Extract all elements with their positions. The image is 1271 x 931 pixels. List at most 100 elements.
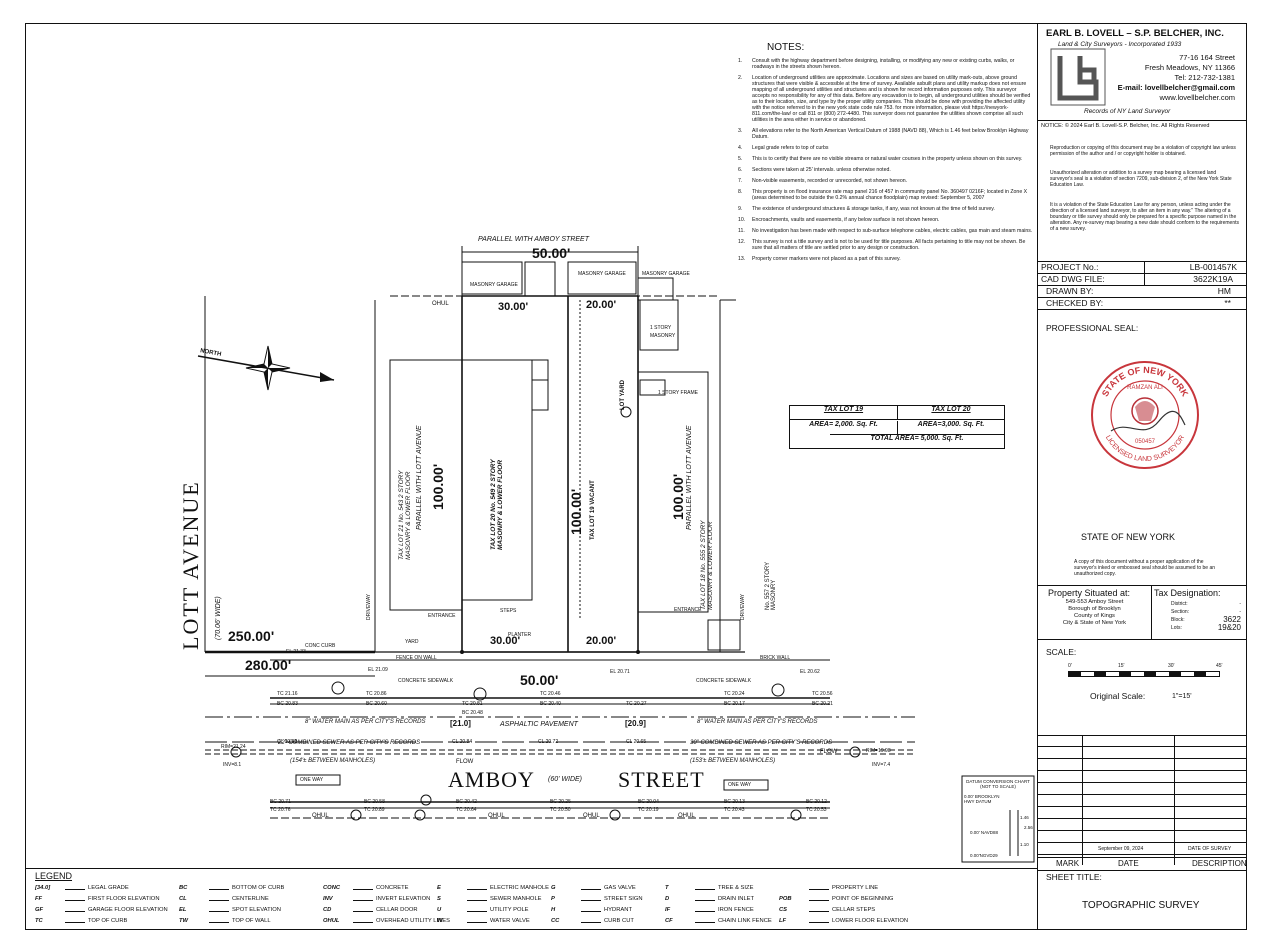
sewer-left: 22" COMBINED SEWER AS PER CITY'S RECORDS xyxy=(278,740,421,746)
ohul-1: OHUL xyxy=(312,813,329,819)
ohul-3: OHUL xyxy=(583,813,600,819)
lott-avenue-width: (70.06' WIDE) xyxy=(215,596,222,640)
legend-label: INVERT ELEVATION xyxy=(376,896,431,902)
tax-label: Tax Designation: xyxy=(1154,588,1221,598)
seal-state: STATE OF NEW YORK xyxy=(1080,532,1175,542)
elevation-tag: TC 20.56 xyxy=(812,691,833,697)
note-text: Encroachments, vaults and easements, if … xyxy=(752,217,940,223)
professional-seal-stamp: STATE OF NEW YORK LICENSED LAND SURVEYOR… xyxy=(1091,361,1199,469)
legend-label: LEGAL GRADE xyxy=(88,885,129,891)
title-block: EARL B. LOVELL – S.P. BELCHER, INC. Land… xyxy=(1037,24,1247,930)
note-item: 4.Legal grade refers to top of curbs xyxy=(738,145,1033,151)
elevation-tag: BC 20.13 xyxy=(724,799,745,805)
notice-block: NOTICE: © 2024 Earl B. Lovell-S.P. Belch… xyxy=(1038,120,1247,262)
note-item: 13.Property corner markers were not plac… xyxy=(738,256,1033,262)
rim-left: RIM=21.24 xyxy=(221,744,246,750)
lot19-bottom-dimension: 20.00' xyxy=(586,635,617,647)
company-tel: Tel: 212-732-1381 xyxy=(1174,73,1235,82)
note-number: 6. xyxy=(738,167,743,173)
legend-label: SEWER MANHOLE xyxy=(490,896,542,902)
scale-bar xyxy=(1068,671,1220,677)
project-no-label: PROJECT No.: xyxy=(1041,262,1099,272)
conc-curb-left: CONC CURB xyxy=(305,643,336,649)
survey-drawing xyxy=(197,246,1035,863)
concrete-sidewalk-left: CONCRETE SIDEWALK xyxy=(398,678,454,684)
notes-title: NOTES: xyxy=(767,42,805,53)
amboy-label: AMBOY xyxy=(448,767,535,792)
legend-symbol: CS xyxy=(779,907,788,913)
note-item: 9.The existence of underground structure… xyxy=(738,206,1033,212)
legal-grade-right: [20.9] xyxy=(625,719,646,728)
lot20-top-dimension: 30.00' xyxy=(498,301,529,313)
property-line-1: 549-553 Amboy Street xyxy=(1065,599,1124,605)
lot20-area: AREA=3,000. Sq. Ft. xyxy=(917,421,985,428)
brick-wall: BRICK WALL xyxy=(760,655,791,661)
water-main-left: 8" WATER MAIN AS PER CITY'S RECORDS xyxy=(305,719,426,725)
datum-sub: (NOT TO SCALE) xyxy=(980,784,1016,789)
legend-label: ELECTRIC MANHOLE xyxy=(490,885,549,891)
lott-avenue-label: LOTT AVENUE xyxy=(178,480,203,650)
legend-symbol: U xyxy=(437,907,442,913)
one-story-frame: 1 STORY FRAME xyxy=(658,390,699,396)
legend-symbol: P xyxy=(551,896,555,902)
driveway-right: DRIVEWAY xyxy=(740,593,746,620)
elevation-tag: TC 20.24 xyxy=(724,691,745,697)
elevation-tag: BC 20.42 xyxy=(456,799,477,805)
svg-text:050457: 050457 xyxy=(1135,439,1156,445)
legend-title: LEGEND xyxy=(35,871,73,881)
legend-label: CELLAR DOOR xyxy=(376,907,418,913)
legend-symbol: S xyxy=(437,896,441,902)
original-scale-value: 1"=15' xyxy=(1172,693,1192,700)
total-area: TOTAL AREA= 5,000. Sq. Ft. xyxy=(830,434,1004,448)
checked-label: CHECKED BY: xyxy=(1046,298,1104,308)
legend-symbol: E xyxy=(437,885,441,891)
note-number: 4. xyxy=(738,145,743,151)
driveway-left: DRIVEWAY xyxy=(366,593,372,620)
legend-label: HYDRANT xyxy=(604,907,633,913)
note-number: 10. xyxy=(738,217,746,223)
legend-symbol: LF xyxy=(779,918,787,924)
elevation-tag: TC 20.76 xyxy=(270,807,291,813)
note-text: Location of underground utilities are ap… xyxy=(752,75,1031,123)
elevation-tag: BC 20.17 xyxy=(724,701,745,707)
legend-label: BOTTOM OF CURB xyxy=(232,885,285,891)
tax-block-label: Block: xyxy=(1171,617,1185,623)
legend-symbol: CF xyxy=(665,918,673,924)
legend-label: CURB CUT xyxy=(604,918,634,924)
note-item: 2.Location of underground utilities are … xyxy=(738,75,1033,123)
elevation-tag: CL 20.72 xyxy=(538,739,559,745)
legend-label: CONCRETE xyxy=(376,885,409,891)
company-tagline: Land & City Surveyors - Incorporated 193… xyxy=(1058,41,1182,48)
company-block: EARL B. LOVELL – S.P. BELCHER, INC. Land… xyxy=(1038,24,1247,121)
notice-p1: Reproduction or copying of this document… xyxy=(1050,145,1236,157)
lot19-top-dimension: 20.00' xyxy=(586,299,617,311)
one-story-masonry: 1 STORY MASONRY xyxy=(650,325,676,339)
note-item: 8.This property is on flood insurance ra… xyxy=(738,189,1033,201)
legend-label: SPOT ELEVATION xyxy=(232,907,281,913)
scale-label: SCALE: xyxy=(1046,647,1077,657)
elevation-tag: TC 20.81 xyxy=(462,701,483,707)
scale-tick: 15' xyxy=(1118,663,1125,669)
legend-symbol: INV xyxy=(323,896,333,902)
note-item: 10. Encroachments, vaults and easements, … xyxy=(738,217,1033,223)
note-text: All elevations refer to the North Americ… xyxy=(752,128,1029,140)
legend-symbol: T xyxy=(665,885,669,891)
lot19-label: TAX LOT 19 VACANT xyxy=(590,480,596,540)
elevation-tag: TC 20.19 xyxy=(638,807,659,813)
elevation-tag: CL 20.98 xyxy=(277,739,298,745)
signature-icon xyxy=(1110,410,1186,432)
concrete-sidewalk-right: CONCRETE SIDEWALK xyxy=(696,678,752,684)
one-way-left: ONE WAY xyxy=(300,777,324,783)
svg-text:STATE OF NEW YORK: STATE OF NEW YORK xyxy=(1100,365,1191,399)
bottom-dimension: 50.00' xyxy=(520,672,559,688)
parallel-amboy-label: PARALLEL WITH AMBOY STREET xyxy=(478,236,589,243)
note-item: 1.Consult with the highway department be… xyxy=(738,58,1033,70)
notice-head: NOTICE: © 2024 Earl B. Lovell-S.P. Belch… xyxy=(1041,123,1210,129)
property-tax-row: Property Situated at: 549-553 Amboy Stre… xyxy=(1038,585,1247,640)
